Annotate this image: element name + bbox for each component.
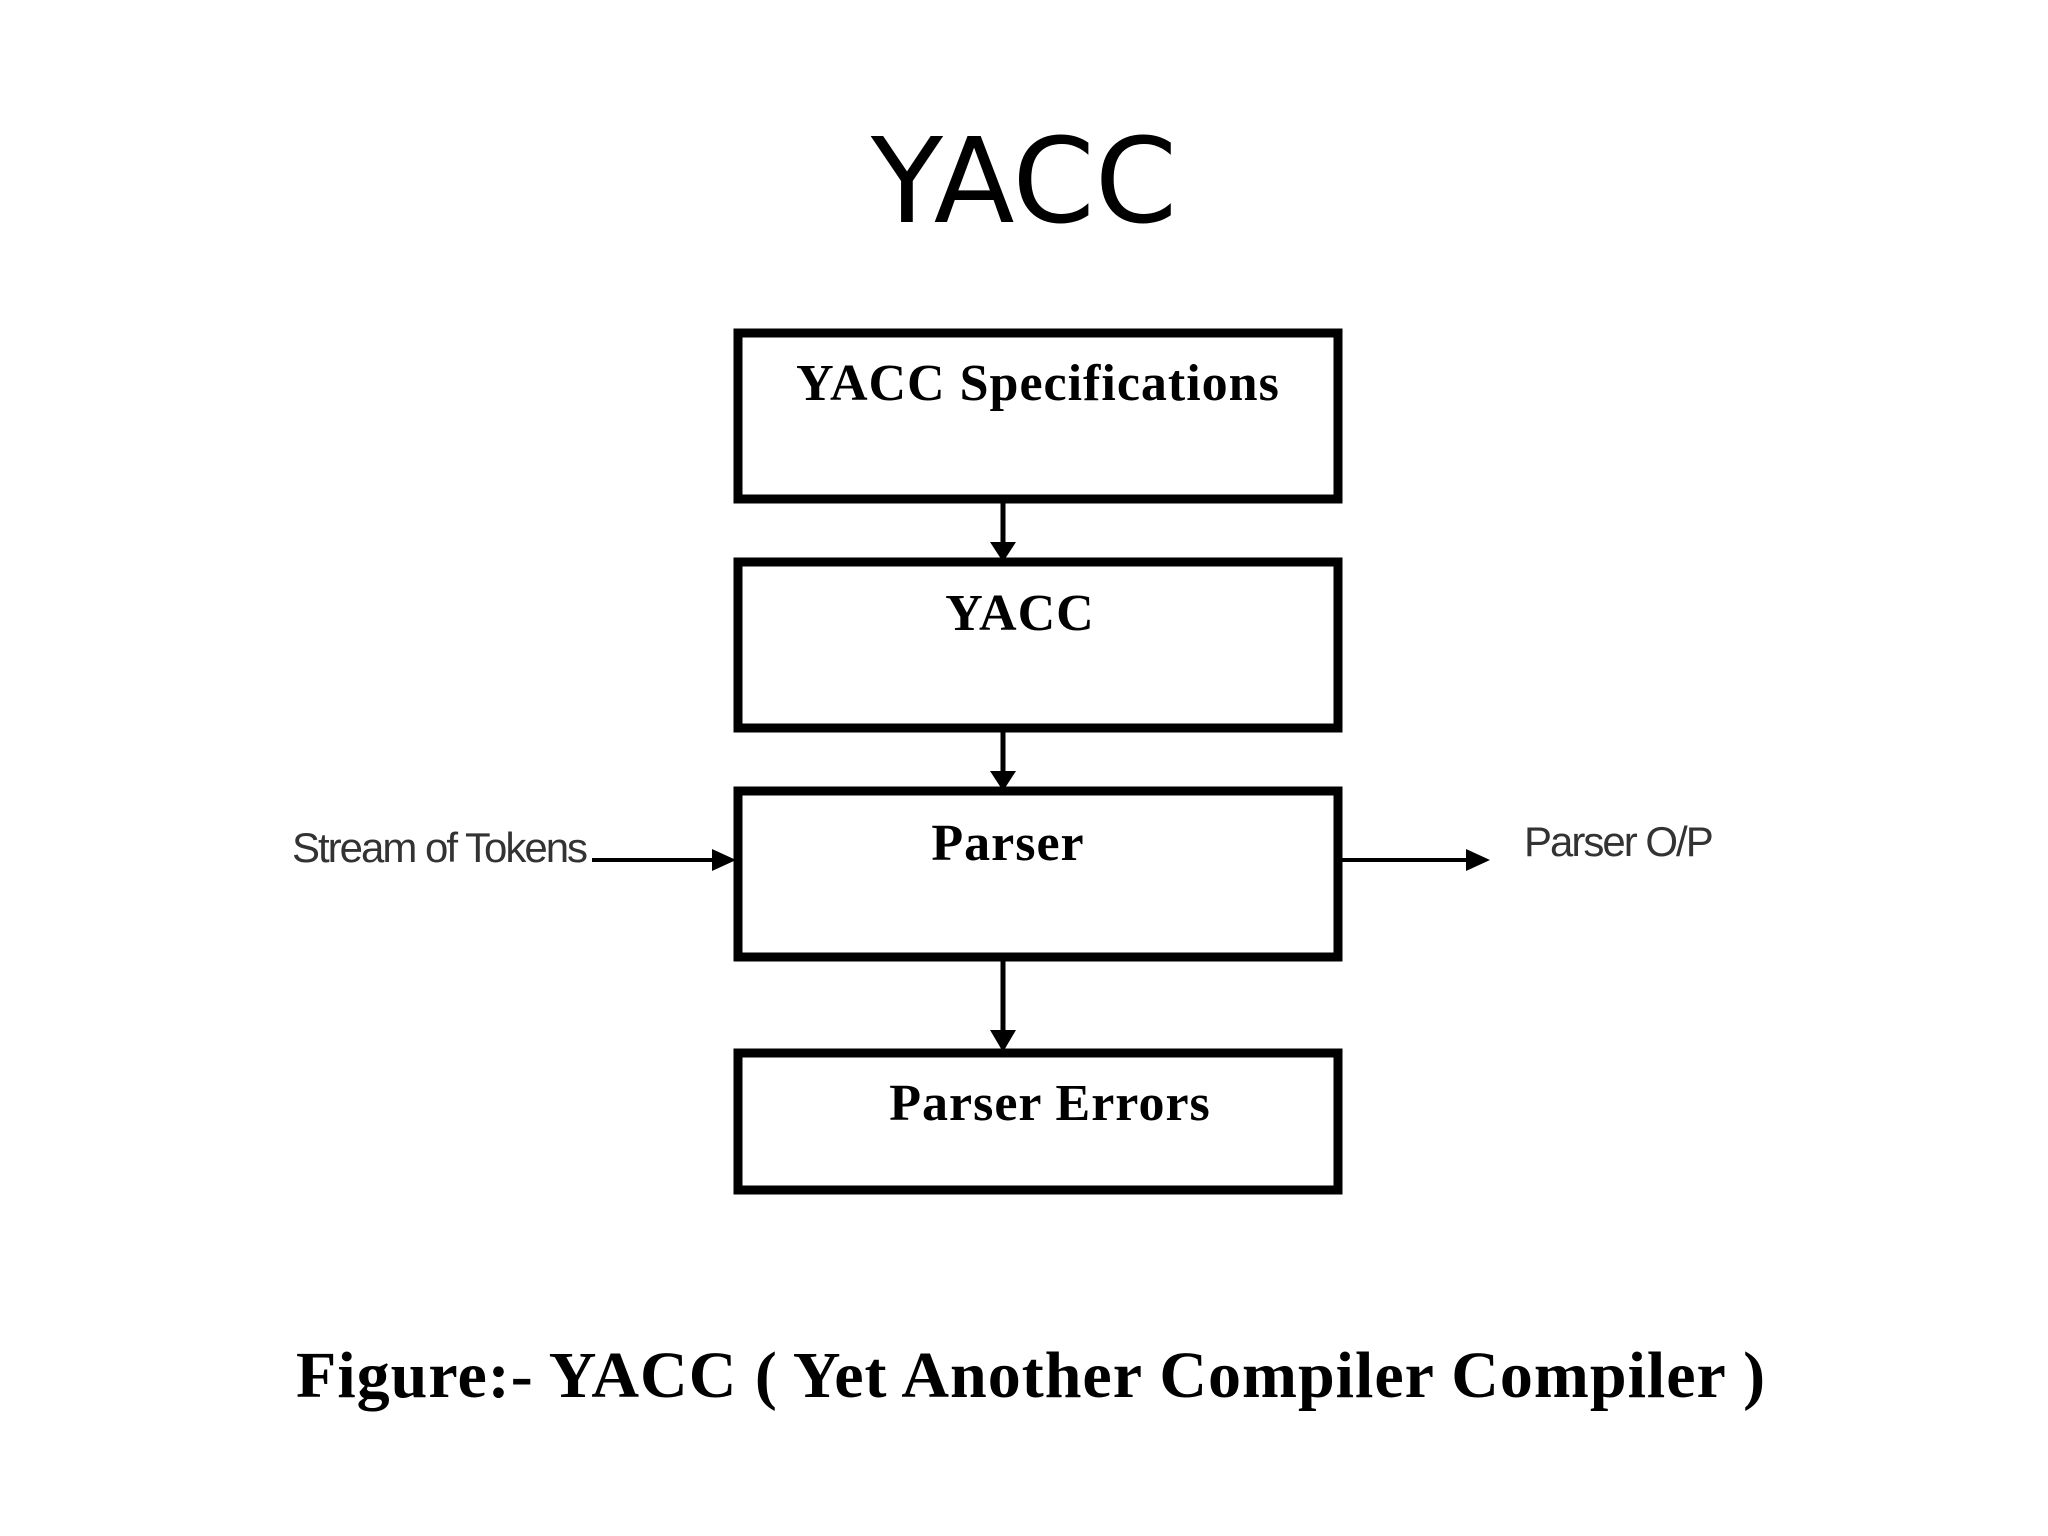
slide-title: YACC xyxy=(870,112,1178,250)
node-yacc-specifications: YACC Specifications xyxy=(733,328,1343,504)
edge-parser-to-output: Parser O/P xyxy=(1342,818,1714,871)
node-parser-errors-label: Parser Errors xyxy=(889,1075,1211,1132)
output-label: Parser O/P xyxy=(1524,818,1712,865)
edge-input-to-parser: Stream of Tokens xyxy=(292,824,736,871)
edge-parser-to-errors xyxy=(990,961,1016,1052)
arrowhead-icon xyxy=(1466,849,1490,871)
arrowhead-icon xyxy=(990,542,1016,562)
edge-yacc-to-parser xyxy=(990,732,1016,791)
node-yacc: YACC xyxy=(733,557,1343,733)
node-yacc-specifications-label: YACC Specifications xyxy=(796,355,1280,412)
arrowhead-icon xyxy=(712,849,736,871)
input-label: Stream of Tokens xyxy=(292,824,587,871)
figure-caption: Figure:- YACC ( Yet Another Compiler Com… xyxy=(296,1339,1767,1412)
node-yacc-label: YACC xyxy=(945,585,1094,642)
node-parser-errors: Parser Errors xyxy=(733,1048,1343,1195)
node-parser: Parser xyxy=(733,786,1343,962)
node-parser-label: Parser xyxy=(931,815,1084,872)
arrowhead-icon xyxy=(990,771,1016,791)
edge-spec-to-yacc xyxy=(990,503,1016,562)
arrowhead-icon xyxy=(990,1030,1016,1052)
